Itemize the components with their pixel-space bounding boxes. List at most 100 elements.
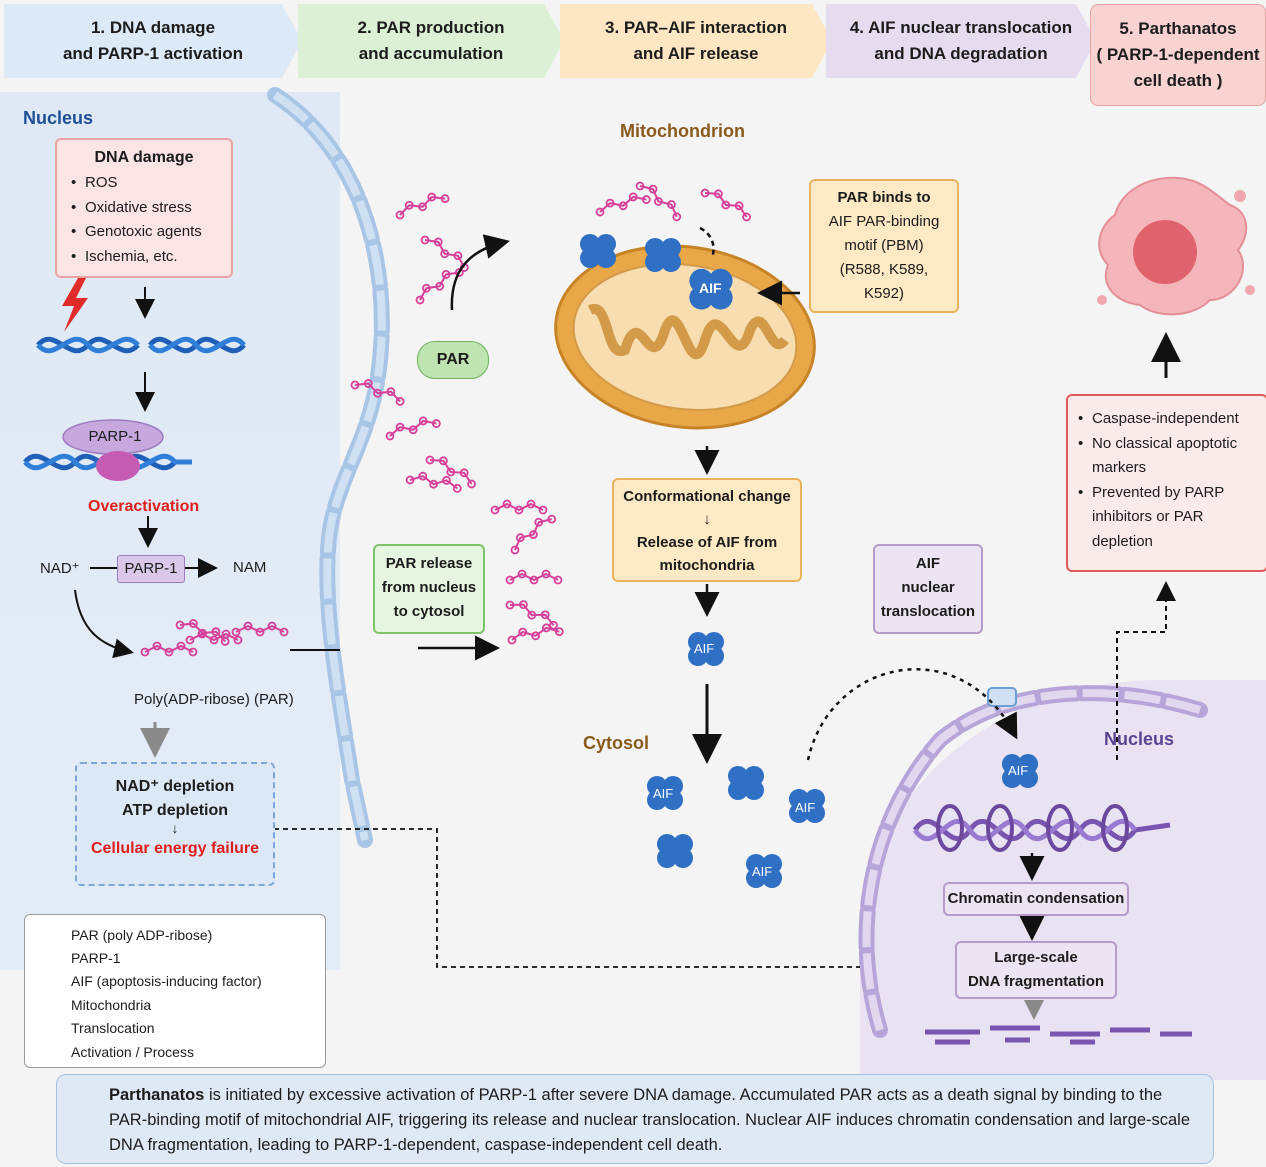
step-4-banner: 4. AIF nuclear translocation and DNA degr… xyxy=(826,4,1096,78)
legend-row: AIF (apoptosis-inducing factor) xyxy=(25,970,325,993)
summary-box: Parthanatos is initiated by excessive ac… xyxy=(56,1074,1214,1164)
legend-label: PARP-1 xyxy=(71,950,121,967)
step-3-line2: and AIF release xyxy=(633,44,759,63)
conformation-arrow: ↓ xyxy=(703,511,711,528)
legend-row: PARP-1 xyxy=(25,946,325,969)
legend-label: PAR (poly ADP-ribose) xyxy=(71,926,213,943)
conformation-line1: Conformational change xyxy=(623,488,791,505)
translocation-arrow xyxy=(806,668,1018,761)
aif-cytosol-label: AIF xyxy=(795,800,816,815)
aif-cytosol-label: AIF xyxy=(752,864,773,879)
aif-bound-label: AIF xyxy=(699,280,722,296)
chromatin-condensation-box: Chromatin condensation xyxy=(943,882,1129,916)
step-2-banner: 2. PAR production and accumulation xyxy=(298,4,564,78)
step-5-line2: ( PARP-1-dependent xyxy=(1096,45,1260,64)
nucleus-left-title: Nucleus xyxy=(23,108,94,128)
nam-label: NAM xyxy=(233,559,267,576)
step-5-banner: 5. Parthanatos ( PARP-1-dependent cell dea… xyxy=(1090,4,1266,106)
step-3-line1: 3. PAR–AIF interaction xyxy=(605,18,787,37)
nuclear-pore xyxy=(987,687,1017,707)
overactivation-label: Overactivation xyxy=(88,498,200,515)
summary-text: Parthanatos is initiated by excessive ac… xyxy=(57,1075,1213,1158)
legend-label: Activation / Process xyxy=(71,1043,194,1060)
aif-translocation-line2: nuclear xyxy=(901,579,955,596)
par-release-line3: to cytosol xyxy=(393,603,465,620)
feature-item: Caspase-independent xyxy=(1074,407,1260,432)
parp1-dna-label: PARP-1 xyxy=(88,428,142,445)
par-binding-box: PAR binds to AIF PAR-binding motif (PBM)… xyxy=(809,179,959,313)
condensed-chromatin xyxy=(912,804,1171,852)
legend-row: Activation / Process xyxy=(25,1040,325,1063)
dna-damage-item: ROS xyxy=(67,171,231,196)
parp1-enzyme-box: PARP-1 xyxy=(117,555,185,583)
step-1-line2: and PARP-1 activation xyxy=(62,44,244,63)
aif-released-label: AIF xyxy=(694,641,715,656)
summary-bold: Parthanatos xyxy=(109,1086,205,1104)
energy-arrow: ↓ xyxy=(171,820,179,836)
dna-damage-title: DNA damage xyxy=(94,149,194,166)
nucleus-right-title: Nucleus xyxy=(1104,729,1175,749)
step-3-banner: 3. PAR–AIF interaction and AIF release xyxy=(560,4,832,78)
legend-label: Translocation xyxy=(71,1020,155,1037)
step-2-line2: and accumulation xyxy=(358,44,504,63)
feature-item: Prevented by PARP inhibitors or PAR depl… xyxy=(1074,481,1260,555)
cytosol-title: Cytosol xyxy=(583,733,650,753)
atp-depletion: ATP depletion xyxy=(121,802,229,819)
legend-label: AIF (apoptosis-inducing factor) xyxy=(71,973,262,990)
parp1-catalytic-domain xyxy=(96,451,140,481)
nad-depletion: NAD⁺ depletion xyxy=(115,778,235,795)
aif-cytosol-2 xyxy=(728,766,764,800)
dna-fragmentation-box: Large-scale DNA fragmentation xyxy=(955,941,1117,999)
mitochondrion xyxy=(554,244,816,430)
step-5-line1: 5. Parthanatos xyxy=(1119,19,1237,38)
dna-damage-item: Ischemia, etc. xyxy=(67,245,231,270)
step-1-line1: 1. DNA damage xyxy=(90,18,216,37)
aif-nuclear-label: AIF xyxy=(1008,763,1029,778)
fragmented-dna xyxy=(925,1025,1192,1045)
aif-translocation-line1: AIF xyxy=(915,555,941,572)
dying-cell-icon xyxy=(1097,176,1255,316)
aif-membrane-1 xyxy=(580,234,616,268)
step-1-banner: 1. DNA damage and PARP-1 activation xyxy=(4,4,302,78)
feature-item: No classical apoptotic markers xyxy=(1074,432,1260,481)
conformation-line3: mitochondria xyxy=(659,557,755,574)
dna-fragmentation-line2: DNA fragmentation xyxy=(967,973,1105,990)
step-2-line1: 2. PAR production xyxy=(357,18,505,37)
dna-fragmentation-line1: Large-scale xyxy=(994,949,1078,966)
par-binding-line2: AIF PAR-binding xyxy=(828,213,940,230)
conformation-line2: Release of AIF from xyxy=(636,534,778,551)
energy-failure-box: NAD⁺ depletion ATP depletion ↓ Cellular … xyxy=(75,762,275,886)
par-release-line2: from nucleus xyxy=(381,579,477,596)
summary-body: is initiated by excessive activation of … xyxy=(109,1086,1191,1154)
legend-label: Mitochondria xyxy=(71,996,152,1013)
step-4-line1: 4. AIF nuclear translocation xyxy=(849,18,1073,37)
par-release-box: PAR release from nucleus to cytosol xyxy=(373,544,485,634)
aif-cytosol-4 xyxy=(657,834,693,868)
step-5-line3: cell death ) xyxy=(1133,71,1223,90)
nad-label: NAD⁺ xyxy=(40,560,80,577)
legend-row: PAR (poly ADP-ribose) xyxy=(25,923,325,946)
parthanatos-features-box: Caspase-independent No classical apoptot… xyxy=(1066,394,1266,572)
step-4-line2: and DNA degradation xyxy=(874,44,1048,63)
lightning-icon xyxy=(62,278,88,332)
dna-damage-item: Genotoxic agents xyxy=(67,220,231,245)
aif-membrane-2 xyxy=(645,238,681,272)
energy-failure-label: Cellular energy failure xyxy=(90,840,260,857)
dna-helix-damaged xyxy=(36,336,246,354)
par-label: Poly(ADP-ribose) (PAR) xyxy=(134,691,294,708)
par-binding-line4: (R588, K589, xyxy=(839,261,929,278)
mitochondrion-title: Mitochondrion xyxy=(620,121,745,141)
legend-row: Mitochondria xyxy=(25,993,325,1016)
par-bubble: PAR xyxy=(417,341,489,379)
aif-translocation-box: AIF nuclear translocation xyxy=(873,544,983,634)
aif-translocation-line3: translocation xyxy=(880,603,976,620)
par-binding-line1: PAR binds to xyxy=(837,189,931,206)
legend-box: PAR (poly ADP-ribose) PARP-1 AIF (apopto… xyxy=(24,914,326,1068)
dna-damage-item: Oxidative stress xyxy=(67,196,231,221)
par-binding-line3: motif (PBM) xyxy=(844,237,924,254)
aif-cytosol-label: AIF xyxy=(653,786,674,801)
par-release-line1: PAR release xyxy=(385,555,473,572)
legend-row: Translocation xyxy=(25,1017,325,1040)
dna-damage-box: DNA damage ROS Oxidative stress Genotoxi… xyxy=(55,138,233,278)
